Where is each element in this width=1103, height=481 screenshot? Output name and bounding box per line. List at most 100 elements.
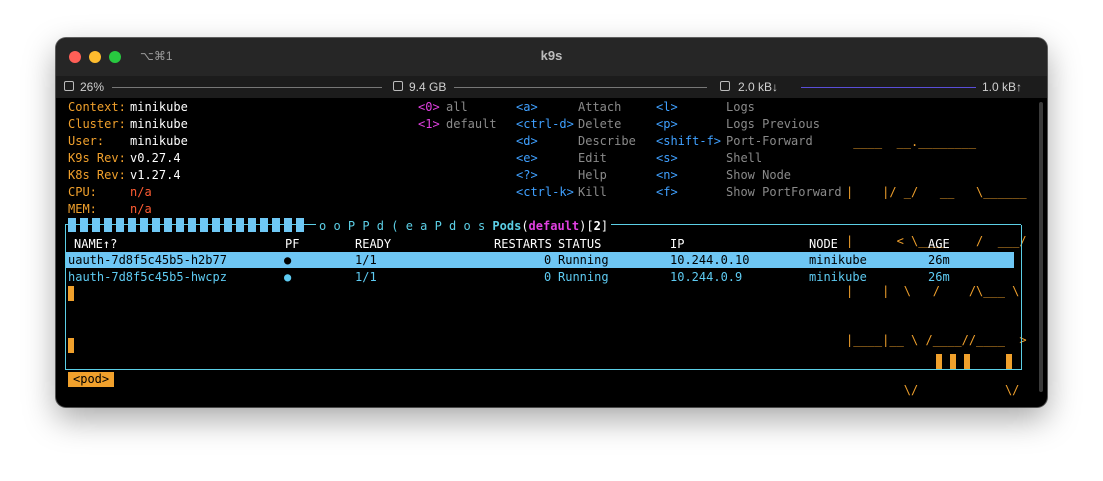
header-age[interactable]: AGE bbox=[928, 237, 950, 251]
hotkey-key[interactable]: <l> bbox=[656, 100, 678, 114]
info-label: User: bbox=[68, 134, 105, 148]
hotkey-key[interactable]: <p> bbox=[656, 117, 678, 131]
cpu-icon bbox=[64, 81, 74, 91]
block-glyph bbox=[236, 218, 244, 232]
cell-node: minikube bbox=[809, 270, 867, 284]
cursor-block bbox=[68, 286, 74, 301]
close-window-button[interactable] bbox=[69, 51, 81, 63]
hotkey-key[interactable]: <s> bbox=[656, 151, 678, 165]
hotkey-label[interactable]: Edit bbox=[578, 151, 607, 165]
logo-line: |____|__ \ /____//____ > bbox=[846, 333, 1027, 347]
header-restarts[interactable]: RESTARTS bbox=[494, 237, 552, 251]
cell-status: Running bbox=[558, 253, 609, 267]
logo-line: ____ __.________ bbox=[846, 135, 977, 149]
terminal-window: ⌥⌘1 k9s 26% 9.4 GB 2.0 kB↓ 1.0 kB↑ Conte… bbox=[56, 38, 1047, 407]
cell-status: Running bbox=[558, 270, 609, 284]
header-ip[interactable]: IP bbox=[670, 237, 685, 251]
block-glyph bbox=[92, 218, 100, 232]
hotkey-label[interactable]: Show Node bbox=[726, 168, 792, 182]
breadcrumb-pod[interactable]: <pod> bbox=[68, 372, 115, 387]
namespace-label[interactable]: default bbox=[446, 117, 497, 131]
hotkey-label[interactable]: Port-Forward bbox=[726, 134, 813, 148]
resource-count: 2 bbox=[593, 219, 601, 233]
info-value: v1.27.4 bbox=[130, 168, 181, 182]
hotkey-key[interactable]: <shift-f> bbox=[656, 134, 722, 148]
window-title: k9s bbox=[540, 48, 563, 63]
cell-ready: 1/1 bbox=[355, 270, 377, 284]
info-value: n/a bbox=[130, 185, 152, 199]
hotkey-label[interactable]: Logs Previous bbox=[726, 117, 820, 131]
block-glyph bbox=[260, 218, 268, 232]
block-glyph bbox=[128, 218, 136, 232]
hotkey-label[interactable]: Shell bbox=[726, 151, 763, 165]
table-row[interactable]: hauth-7d8f5c45b5-hwcpz ● 1/1 0 Running 1… bbox=[66, 269, 1014, 285]
glyph-block bbox=[936, 354, 942, 369]
network-icon bbox=[720, 81, 730, 91]
info-label: Cluster: bbox=[68, 117, 126, 131]
info-value: n/a bbox=[130, 202, 152, 216]
hotkey-label[interactable]: Attach bbox=[578, 100, 622, 114]
namespace-name: default bbox=[528, 219, 580, 233]
block-glyph bbox=[164, 218, 172, 232]
cell-pf: ● bbox=[284, 253, 292, 267]
block-glyph bbox=[272, 218, 280, 232]
cell-pf: ● bbox=[284, 270, 292, 284]
cell-ip: 10.244.0.9 bbox=[670, 270, 743, 284]
cpu-usage: 26% bbox=[80, 80, 105, 94]
hotkey-key[interactable]: <ctrl-k> bbox=[516, 185, 574, 199]
info-label: K8s Rev: bbox=[68, 168, 126, 182]
block-glyph bbox=[140, 218, 148, 232]
hotkey-label[interactable]: Logs bbox=[726, 100, 755, 114]
logo-line: | | \ / /\___ \ bbox=[846, 283, 1020, 298]
logo-line: | |/ _/ __ \______ bbox=[846, 184, 1027, 199]
resource-name: Pods bbox=[492, 219, 522, 233]
logo-line: \/ \/ bbox=[846, 382, 1020, 397]
hotkey-label[interactable]: Show PortForward bbox=[726, 185, 842, 199]
namespace-key[interactable]: <0> bbox=[418, 100, 440, 114]
network-down: 2.0 kB↓ bbox=[738, 80, 779, 94]
zoom-window-button[interactable] bbox=[109, 51, 121, 63]
cursor-block bbox=[68, 338, 74, 353]
network-sparkline bbox=[801, 87, 976, 88]
hotkey-key[interactable]: <f> bbox=[656, 185, 678, 199]
namespace-label[interactable]: all bbox=[446, 100, 468, 114]
hotkey-key[interactable]: <ctrl-d> bbox=[516, 117, 574, 131]
block-glyph bbox=[200, 218, 208, 232]
title-bar: ⌥⌘1 k9s bbox=[56, 38, 1047, 77]
hotkey-key[interactable]: <?> bbox=[516, 168, 538, 182]
header-status[interactable]: STATUS bbox=[558, 237, 602, 251]
cell-name: hauth-7d8f5c45b5-hwcpz bbox=[68, 270, 227, 284]
cell-age: 26m bbox=[928, 270, 950, 284]
info-value: minikube bbox=[130, 134, 188, 148]
cell-ip: 10.244.0.10 bbox=[670, 253, 750, 267]
system-status-bar: 26% 9.4 GB 2.0 kB↓ 1.0 kB↑ bbox=[56, 76, 1047, 98]
info-value: minikube bbox=[130, 100, 188, 114]
namespace-key[interactable]: <1> bbox=[418, 117, 440, 131]
info-value: v0.27.4 bbox=[130, 151, 181, 165]
header-name[interactable]: NAME↑? bbox=[74, 237, 118, 251]
hotkey-key[interactable]: <d> bbox=[516, 134, 538, 148]
hotkey-label[interactable]: Describe bbox=[578, 134, 636, 148]
block-glyph bbox=[68, 218, 76, 232]
header-node[interactable]: NODE bbox=[809, 237, 838, 251]
cell-name: uauth-7d8f5c45b5-h2b77 bbox=[68, 253, 227, 267]
hotkey-key[interactable]: <e> bbox=[516, 151, 538, 165]
minimize-window-button[interactable] bbox=[89, 51, 101, 63]
hotkey-label[interactable]: Kill bbox=[578, 185, 607, 199]
cell-age: 26m bbox=[928, 253, 950, 267]
hotkey-label[interactable]: Help bbox=[578, 168, 607, 182]
hotkey-label[interactable]: Delete bbox=[578, 117, 622, 131]
header-pf[interactable]: PF bbox=[285, 237, 300, 251]
block-glyph bbox=[188, 218, 196, 232]
window-shortcut: ⌥⌘1 bbox=[140, 49, 173, 63]
header-ready[interactable]: READY bbox=[355, 237, 392, 251]
cell-ready: 1/1 bbox=[355, 253, 377, 267]
block-glyph bbox=[212, 218, 220, 232]
vertical-scrollbar[interactable] bbox=[1039, 102, 1043, 392]
info-label: MEM: bbox=[68, 202, 97, 216]
info-label: CPU: bbox=[68, 185, 97, 199]
hotkey-key[interactable]: <a> bbox=[516, 100, 538, 114]
cell-restarts: 0 bbox=[544, 253, 552, 267]
table-row[interactable]: uauth-7d8f5c45b5-h2b77 ● 1/1 0 Running 1… bbox=[66, 252, 1014, 268]
hotkey-key[interactable]: <n> bbox=[656, 168, 678, 182]
